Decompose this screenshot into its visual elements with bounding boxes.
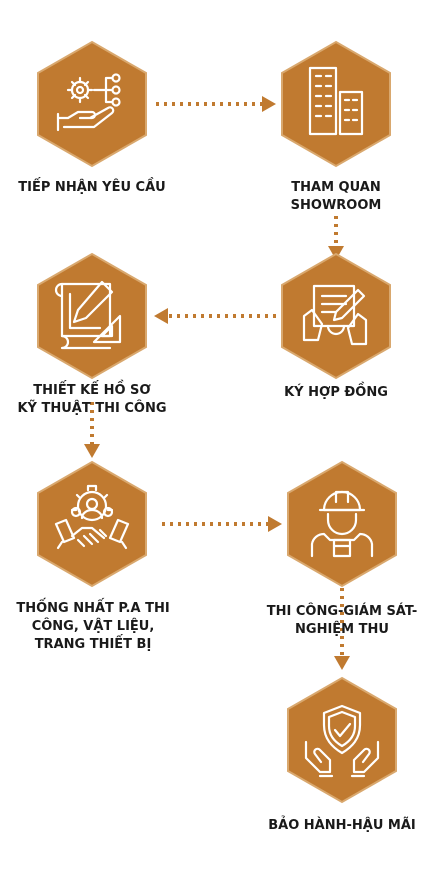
step-4-label: THIẾT KẾ HỒ SƠ KỸ THUẬT THI CÔNG: [10, 382, 174, 418]
step-3-label: KÝ HỢP ĐỒNG: [262, 384, 410, 402]
step-5-label: THỐNG NHẤT P.A THI CÔNG, VẬT LIỆU, TRANG…: [8, 600, 178, 654]
step-2-label-line2: SHOWROOM: [290, 198, 382, 213]
step-1-label-line1: TIẾP NHẬN YÊU CẦU: [18, 180, 166, 195]
shield-hands-icon: [304, 704, 380, 778]
contract-sign-icon: [302, 284, 368, 346]
step-5-label-line3: TRANG THIẾT BỊ: [34, 637, 152, 652]
step-2-label: THAM QUAN SHOWROOM: [258, 179, 414, 215]
step-1-hexagon: [37, 41, 147, 167]
connector-5-6: [162, 516, 282, 532]
step-6-label: THI CÔNG-GIÁM SÁT- NGHIỆM THU: [258, 603, 426, 639]
step-7-hexagon: [287, 677, 397, 803]
step-6-label-line2: NGHIỆM THU: [295, 622, 389, 637]
step-5-label-line1: THỐNG NHẤT P.A THI: [16, 601, 170, 616]
step-1-label: TIẾP NHẬN YÊU CẦU: [8, 179, 176, 197]
connector-6-7: [334, 588, 350, 670]
step-7-label: BẢO HÀNH-HẬU MÃI: [258, 817, 426, 835]
connector-4-5: [84, 402, 100, 458]
step-4-label-line2: KỸ THUẬT THI CÔNG: [17, 401, 167, 416]
step-2-hexagon: [281, 41, 391, 167]
team-handshake-icon: [54, 484, 130, 550]
connector-3-4: [154, 308, 276, 324]
step-5-hexagon: [37, 461, 147, 587]
step-4-hexagon: [37, 253, 147, 379]
step-6-hexagon: [287, 461, 397, 587]
step-3-label-line1: KÝ HỢP ĐỒNG: [284, 385, 388, 400]
engineer-icon: [310, 490, 374, 558]
settings-hand-icon: [56, 73, 121, 132]
blueprint-design-icon: [54, 280, 122, 350]
step-7-label-line1: BẢO HÀNH-HẬU MÃI: [268, 818, 416, 833]
step-2-label-line1: THAM QUAN: [291, 180, 381, 195]
connector-1-2: [156, 96, 276, 112]
step-3-hexagon: [281, 253, 391, 379]
step-4-label-line1: THIẾT KẾ HỒ SƠ: [33, 383, 151, 398]
step-6-label-line1: THI CÔNG-GIÁM SÁT-: [266, 604, 418, 619]
step-5-label-line2: CÔNG, VẬT LIỆU,: [31, 619, 155, 634]
buildings-icon: [308, 66, 364, 136]
